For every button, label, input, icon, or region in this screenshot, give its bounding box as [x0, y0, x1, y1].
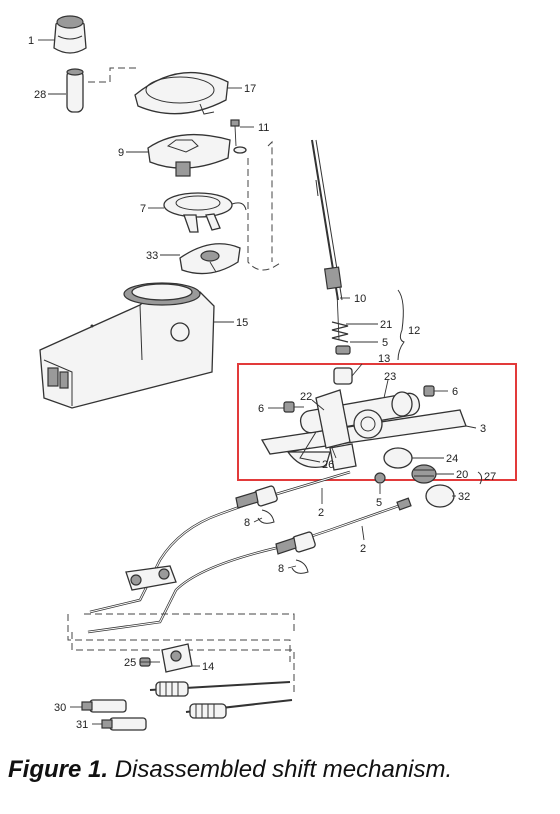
spring [331, 321, 349, 343]
callout-32: 32 [458, 491, 470, 503]
alignment-line-3 [67, 614, 291, 662]
bushing-lower [374, 472, 386, 484]
callout-1: 1 [28, 35, 34, 47]
callout-12: 12 [408, 325, 420, 337]
callout-26: 26 [322, 459, 334, 471]
callout-14: 14 [202, 661, 214, 673]
cable-end-lower [185, 699, 293, 719]
callout-22: 22 [300, 391, 312, 403]
cable-clamp [125, 565, 177, 591]
callout-25: 25 [124, 657, 136, 669]
cable-end-upper [149, 681, 291, 697]
coil-spring [411, 464, 437, 484]
callout-27: 27 [484, 471, 496, 483]
console-housing [39, 282, 215, 409]
clip-8-lower [291, 559, 309, 574]
end-cap [425, 484, 455, 508]
callout-5-lower: 5 [376, 497, 382, 509]
callout-7: 7 [140, 203, 146, 215]
rod-end-31 [101, 717, 147, 731]
screw-11 [230, 119, 247, 154]
callout-6-left: 6 [258, 403, 264, 415]
alignment-line-5 [84, 613, 295, 632]
retainer [333, 367, 353, 385]
callout-8-lower: 8 [278, 563, 284, 575]
assembly-bracket [88, 67, 140, 83]
exploded-view-diagram: 1 28 17 11 9 7 33 15 10 21 12 5 13 23 6 … [28, 15, 517, 731]
shift-cable-lower [87, 497, 412, 634]
shift-knob [53, 15, 87, 54]
callout-23: 23 [384, 371, 396, 383]
figure-caption: Figure 1. Disassembled shift mechanism. [8, 756, 558, 784]
callout-9: 9 [118, 147, 124, 159]
callout-30: 30 [54, 702, 66, 714]
screw-6-left [283, 401, 304, 413]
rod-end-30 [81, 699, 127, 713]
shift-lever-arm [299, 431, 321, 463]
callout-8-upper: 8 [244, 517, 250, 529]
screw-6-right [423, 385, 448, 397]
trim-ring [134, 71, 229, 115]
selector-shaft [299, 389, 421, 449]
lever-pivot [329, 443, 357, 471]
gate-plate [147, 133, 231, 177]
callout-21: 21 [380, 319, 392, 331]
cover-cap [383, 447, 413, 469]
callout-5-upper: 5 [382, 337, 388, 349]
figure-label: Figure 1. [8, 756, 109, 783]
clip-8-upper [257, 509, 275, 524]
callout-6-right: 6 [452, 386, 458, 398]
callout-24: 24 [446, 453, 458, 465]
callout-28: 28 [34, 89, 46, 101]
shift-cable-upper [89, 470, 351, 614]
bushing-upper [335, 345, 351, 355]
callout-10: 10 [354, 293, 366, 305]
bearing-bracket [163, 192, 247, 233]
callout-3: 3 [480, 423, 486, 435]
caption-text: Disassembled shift mechanism. [108, 756, 453, 783]
callout-13: 13 [378, 353, 390, 365]
mounting-bracket [139, 643, 193, 673]
callout-11: 11 [258, 122, 269, 134]
alignment-line-2 [267, 140, 273, 262]
shift-rod [311, 139, 343, 341]
callout-15: 15 [236, 317, 248, 329]
shift-boot-sleeve [66, 68, 84, 113]
alignment-line-1 [247, 158, 283, 271]
callout-33: 33 [146, 250, 158, 262]
callout-17: 17 [244, 83, 256, 95]
callout-31: 31 [76, 719, 88, 731]
leader-lines [38, 39, 483, 725]
guide-plate [179, 243, 241, 275]
callout-labels: 1 28 17 11 9 7 33 15 10 21 12 5 13 23 6 … [28, 35, 496, 731]
callout-2-lower: 2 [360, 543, 366, 555]
callout-20: 20 [456, 469, 468, 481]
callout-2-upper: 2 [318, 507, 324, 519]
